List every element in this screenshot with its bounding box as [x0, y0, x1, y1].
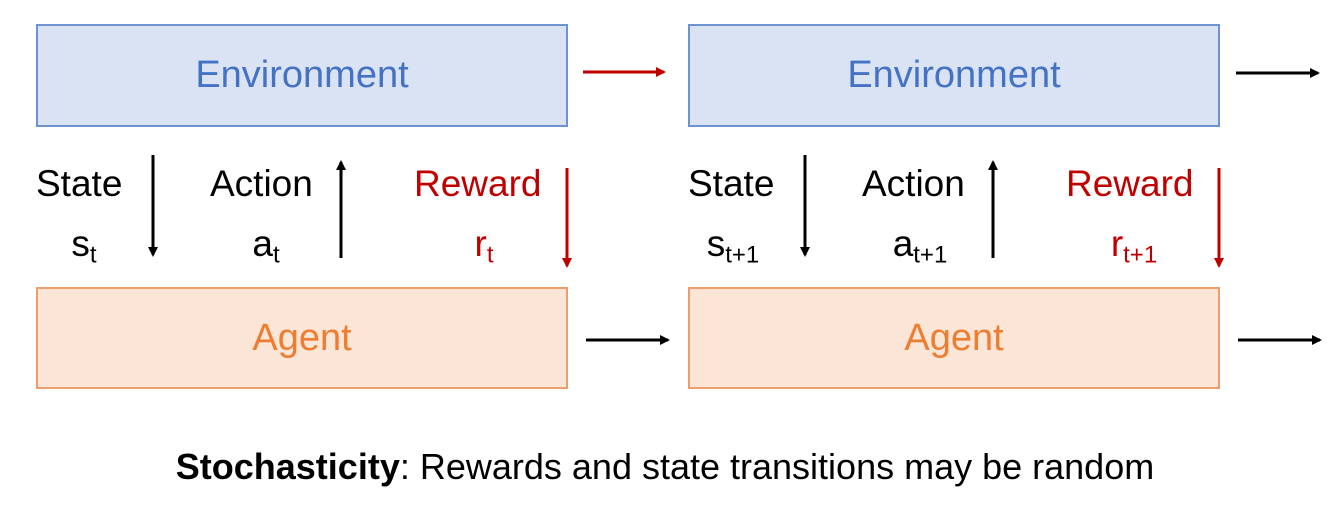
agent-box-t1: Agent: [688, 287, 1220, 389]
agent-label-t1: Agent: [904, 316, 1004, 359]
state-label-t1: State: [688, 163, 775, 204]
action-symbol-t: at: [252, 223, 280, 269]
action-symbol-t1: at+1: [892, 223, 948, 269]
caption: Stochasticity: Rewards and state transit…: [0, 449, 1330, 485]
state-symbol-t: st: [71, 223, 97, 269]
caption-bold: Stochasticity: [175, 446, 400, 487]
environment-box-t: Environment: [36, 24, 568, 127]
action-label-t: Action: [210, 163, 313, 204]
reward-label-t1: Reward: [1066, 163, 1194, 204]
action-label-t1: Action: [862, 163, 965, 204]
state-symbol-t1: st+1: [706, 223, 760, 269]
reward-symbol-t: rt: [474, 223, 494, 269]
environment-label-t: Environment: [195, 54, 409, 96]
environment-box-t1: Environment: [688, 24, 1220, 127]
state-label-t: State: [36, 163, 123, 204]
reward-symbol-t1: rt+1: [1110, 223, 1158, 269]
caption-text: : Rewards and state transitions may be r…: [399, 446, 1155, 487]
agent-label-t: Agent: [252, 316, 352, 359]
environment-label-t1: Environment: [847, 54, 1061, 96]
agent-box-t: Agent: [36, 287, 568, 389]
reward-label-t: Reward: [414, 163, 542, 204]
